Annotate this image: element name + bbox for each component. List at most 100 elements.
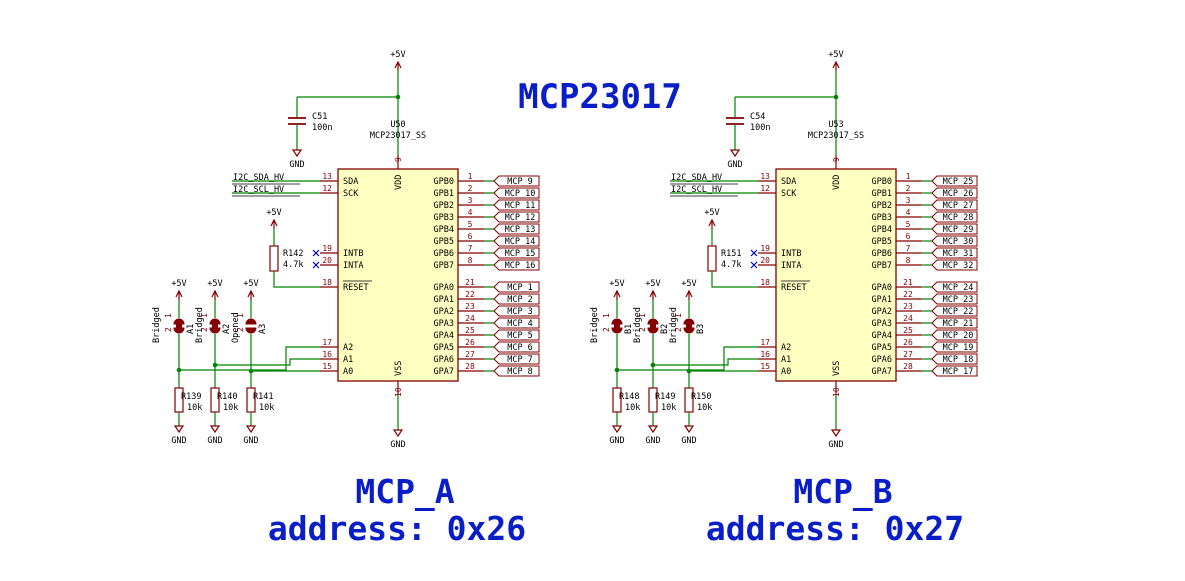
pin-name: GPA7 <box>434 367 454 377</box>
jumper-ref: A1 <box>186 324 196 334</box>
ground-icon <box>647 425 659 434</box>
jumper-bridge <box>176 322 182 330</box>
ground-icon <box>830 429 842 438</box>
gpio-label: MCP_6 <box>507 343 533 353</box>
pin-name: GPB1 <box>434 189 454 199</box>
pin-name: GPA6 <box>434 355 454 365</box>
pin-number: 16 <box>322 350 332 359</box>
ground-icon <box>683 425 695 434</box>
pin-number: 21 <box>903 278 913 287</box>
wire <box>711 271 758 288</box>
ic-value: MCP23017_SS <box>370 131 426 141</box>
junction-dot <box>176 367 182 373</box>
gpio-label-shape <box>931 199 978 211</box>
pin-number: 10 <box>394 387 403 397</box>
power-label: +5V <box>266 208 281 218</box>
pin-name: A2 <box>781 343 791 353</box>
gpio-label: MCP_32 <box>943 261 974 271</box>
gpio-label-shape <box>931 365 978 377</box>
no-connect-icon <box>750 249 758 257</box>
gpio-label-shape <box>493 305 540 317</box>
gpio-label: MCP_25 <box>943 177 974 187</box>
pin-name-vss: VSS <box>832 361 842 376</box>
pin-number: 19 <box>322 244 332 253</box>
gpio-label: MCP_13 <box>505 225 536 235</box>
resistor-body <box>269 245 279 272</box>
gpio-label-shape <box>493 329 540 341</box>
gpio-label-shape <box>931 211 978 223</box>
net-label-scl: I2C_SCL_HV <box>233 185 284 195</box>
gpio-label: MCP_7 <box>507 355 533 365</box>
gpio-label-shape <box>493 353 540 365</box>
ground-label: GND <box>390 440 405 450</box>
gpio-label: MCP_18 <box>943 355 974 365</box>
pin-name: GPB5 <box>434 237 454 247</box>
gpio-label: MCP_20 <box>943 331 974 341</box>
pin-number: 22 <box>903 290 913 299</box>
pin-number: 28 <box>903 362 913 371</box>
jumper-pad <box>245 318 257 325</box>
pin-number: 17 <box>322 338 332 347</box>
jumper-pin-number: 2 <box>200 327 209 332</box>
pin-number: 25 <box>465 326 475 335</box>
pulldown-ref: R150 <box>691 392 711 402</box>
pin-name: GPA0 <box>434 283 454 293</box>
junction-dot <box>395 94 401 100</box>
pin-number: 9 <box>832 157 841 162</box>
pin-name: A2 <box>343 343 353 353</box>
pin-name: GPA3 <box>872 319 892 329</box>
gpio-label: MCP_11 <box>505 201 536 211</box>
pin-name: A1 <box>781 355 791 365</box>
pin-number: 4 <box>906 208 911 217</box>
jumper-ref: A3 <box>258 324 268 334</box>
pin-number: 22 <box>465 290 475 299</box>
power-label: +5V <box>609 279 624 289</box>
wire <box>653 358 758 366</box>
pin-name: GPA7 <box>872 367 892 377</box>
pin-name: GPA1 <box>434 295 454 305</box>
pin-name: INTB <box>343 249 363 259</box>
net-label-sda: I2C_SDA_HV <box>671 173 722 183</box>
gpio-label: MCP_29 <box>943 225 974 235</box>
block-address: address: 0x26 <box>268 509 526 548</box>
gpio-label-shape <box>493 223 540 235</box>
pulldown-value: 10k <box>259 403 274 413</box>
pin-name-vss: VSS <box>394 361 404 376</box>
junction-dot <box>833 94 839 100</box>
gpio-label-shape <box>931 247 978 259</box>
gpio-label: MCP_10 <box>505 189 536 199</box>
pin-name: GPB0 <box>872 177 892 187</box>
jumper-pad <box>245 327 257 334</box>
pin-number: 5 <box>906 220 911 229</box>
gpio-label-shape <box>931 353 978 365</box>
pin-name: GPB6 <box>434 249 454 259</box>
gpio-label: MCP_2 <box>507 295 533 305</box>
pin-number: 27 <box>903 350 913 359</box>
pin-number: 23 <box>465 302 475 311</box>
pulldown-value: 10k <box>187 403 202 413</box>
ground-icon <box>291 149 303 158</box>
gpio-label-shape <box>931 293 978 305</box>
no-connect-icon <box>750 261 758 269</box>
pin-number: 10 <box>832 387 841 397</box>
pin-number: 8 <box>468 256 473 265</box>
pin-name: SCK <box>781 189 797 199</box>
gpio-label-shape <box>931 305 978 317</box>
gpio-label: MCP_3 <box>507 307 533 317</box>
gpio-label-shape <box>493 211 540 223</box>
pin-name: GPA0 <box>872 283 892 293</box>
pulldown-ref: R141 <box>253 392 273 402</box>
gpio-label-shape <box>493 247 540 259</box>
pin-name: GPB2 <box>434 201 454 211</box>
jumper-state: Opened <box>231 312 241 343</box>
gpio-label-shape <box>493 293 540 305</box>
gpio-label: MCP_26 <box>943 189 974 199</box>
pin-name: RESET <box>781 283 807 293</box>
jumper-ref: B2 <box>660 324 670 334</box>
pin-name: SDA <box>781 177 796 187</box>
gpio-label-shape <box>493 281 540 293</box>
pin-number: 20 <box>322 256 332 265</box>
gpio-label-shape <box>931 235 978 247</box>
